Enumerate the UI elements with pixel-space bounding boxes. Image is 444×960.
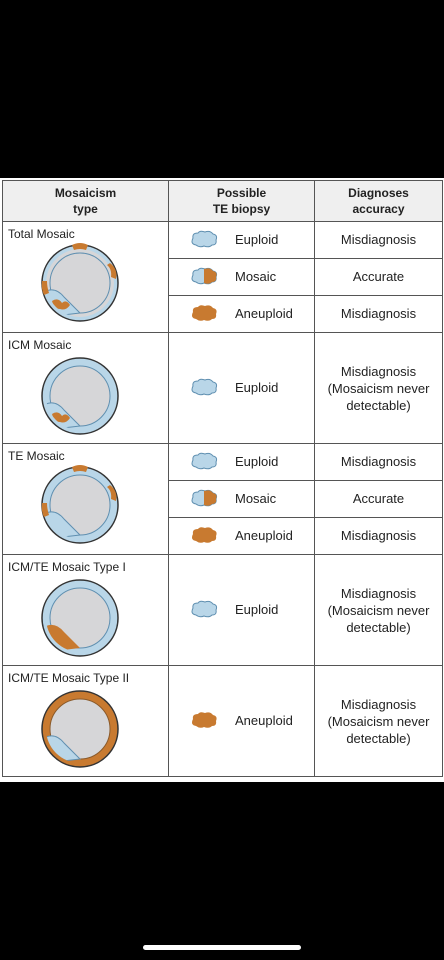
- biopsy-label: Euploid: [235, 380, 279, 395]
- accuracy-cell: Misdiagnosis (Mosaicism never detectable…: [314, 665, 443, 777]
- table-row: Mosaic Accurate: [3, 258, 443, 296]
- embryo-te-mosaic-icon: [41, 465, 119, 544]
- embryo-icm-te-type2-icon: [41, 690, 119, 768]
- biopsy-label: Euploid: [235, 232, 279, 247]
- table-row: Aneuploid Misdiagnosis: [3, 517, 443, 555]
- accuracy-cell: Misdiagnosis: [314, 221, 443, 259]
- table-row: ICM/TE Mosaic Type II Aneuploid: [2, 665, 443, 777]
- accuracy-cell: Accurate: [314, 258, 443, 296]
- embryo-total-mosaic-icon: [41, 243, 119, 322]
- accuracy-cell: Misdiagnosis (Mosaicism never detectable…: [314, 554, 443, 666]
- biopsy-label: Mosaic: [235, 491, 277, 506]
- table-row: Aneuploid Misdiagnosis: [3, 295, 443, 333]
- biopsy-label: Aneuploid: [235, 713, 293, 728]
- aneuploid-cell-icon: [192, 305, 217, 321]
- table-row: Total Mosaic: [2, 221, 443, 333]
- accuracy-cell: Misdiagnosis: [314, 295, 443, 333]
- type-cell-icm-te-type1: ICM/TE Mosaic Type I: [2, 554, 169, 666]
- biopsy-cell: Euploid: [168, 221, 315, 259]
- biopsy-cell: Aneuploid: [168, 295, 315, 333]
- type-label: ICM/TE Mosaic Type II: [8, 671, 130, 685]
- euploid-cell-icon: [191, 452, 218, 470]
- type-cell-total-mosaic: Total Mosaic: [2, 221, 169, 333]
- embryo-icm-te-type1-icon: [41, 579, 119, 657]
- home-indicator[interactable]: [143, 945, 301, 950]
- type-cell-icm-te-type2: ICM/TE Mosaic Type II: [2, 665, 169, 777]
- biopsy-cell: Euploid: [168, 443, 315, 481]
- table-row: ICM/TE Mosaic Type I Euploid: [2, 554, 443, 666]
- biopsy-cell: Euploid: [168, 332, 315, 444]
- type-label: ICM/TE Mosaic Type I: [8, 560, 126, 574]
- header-diagnoses-accuracy: Diagnoses accuracy: [314, 180, 443, 222]
- biopsy-label: Aneuploid: [235, 306, 293, 321]
- mosaic-cell-icon: [191, 489, 218, 507]
- biopsy-label: Euploid: [235, 602, 279, 617]
- accuracy-cell: Misdiagnosis: [314, 443, 443, 481]
- aneuploid-cell-icon: [192, 527, 217, 543]
- type-cell-te-mosaic: TE Mosaic: [2, 443, 169, 555]
- biopsy-label: Aneuploid: [235, 528, 293, 543]
- biopsy-cell: Aneuploid: [168, 665, 315, 777]
- euploid-cell-icon: [191, 600, 218, 618]
- euploid-cell-icon: [191, 378, 218, 396]
- biopsy-label: Euploid: [235, 454, 279, 469]
- mosaic-cell-icon: [191, 267, 218, 285]
- table-header-row: Mosaicism type Possible TE biopsy Diagno…: [2, 180, 443, 222]
- type-cell-icm-mosaic: ICM Mosaic: [2, 332, 169, 444]
- accuracy-cell: Accurate: [314, 480, 443, 518]
- accuracy-cell: Misdiagnosis (Mosaicism never detectable…: [314, 332, 443, 444]
- table-row: ICM Mosaic Euploid: [2, 332, 443, 444]
- mosaicism-table: Mosaicism type Possible TE biopsy Diagno…: [2, 180, 443, 777]
- type-label: Total Mosaic: [8, 227, 75, 241]
- aneuploid-cell-icon: [192, 712, 217, 728]
- type-label: ICM Mosaic: [8, 338, 72, 352]
- table-row: TE Mosaic Euploi: [2, 443, 443, 555]
- header-possible-te-biopsy: Possible TE biopsy: [168, 180, 315, 222]
- biopsy-cell: Aneuploid: [168, 517, 315, 555]
- accuracy-cell: Misdiagnosis: [314, 517, 443, 555]
- type-label: TE Mosaic: [8, 449, 65, 463]
- euploid-cell-icon: [191, 230, 218, 248]
- biopsy-label: Mosaic: [235, 269, 277, 284]
- header-mosaicism-type: Mosaicism type: [2, 180, 169, 222]
- embryo-icm-mosaic-icon: [41, 357, 119, 435]
- biopsy-cell: Euploid: [168, 554, 315, 666]
- biopsy-cell: Mosaic: [168, 480, 315, 518]
- mosaicism-table-sheet: Mosaicism type Possible TE biopsy Diagno…: [0, 178, 444, 782]
- biopsy-cell: Mosaic: [168, 258, 315, 296]
- table-row: Mosaic Accurate: [3, 480, 443, 518]
